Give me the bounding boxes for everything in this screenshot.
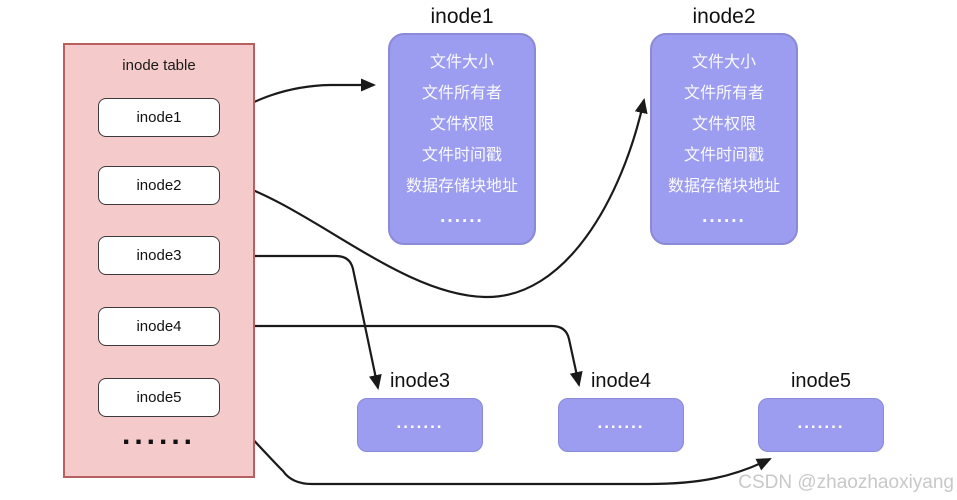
- csdn-watermark: CSDN @zhaozhaoxiyang: [738, 472, 954, 493]
- field-file-timestamp: 文件时间戳: [421, 146, 502, 164]
- arrow-inode5-to-block: [214, 399, 772, 486]
- inode3-block: .......: [357, 398, 483, 452]
- field-file-size: 文件大小: [691, 53, 756, 71]
- table-entry-inode2: inode2: [98, 166, 220, 205]
- field-file-permission: 文件权限: [429, 115, 494, 133]
- table-entry-label: inode5: [136, 389, 182, 406]
- inode2-detail-title: inode2: [692, 5, 756, 28]
- inode4-block: .......: [558, 398, 684, 452]
- field-file-timestamp: 文件时间戳: [683, 146, 764, 164]
- detail-ellipsis: ......: [702, 206, 746, 227]
- table-entry-label: inode3: [136, 247, 182, 264]
- table-entry-inode5: inode5: [98, 378, 220, 417]
- block-ellipsis: .......: [597, 412, 645, 432]
- field-file-owner: 文件所有者: [683, 84, 764, 102]
- inode1-detail-title: inode1: [430, 5, 494, 28]
- inode1-detail-box: 文件大小 文件所有者 文件权限 文件时间戳 数据存储块地址 ......: [388, 33, 536, 245]
- field-data-block-address: 数据存储块地址: [667, 177, 780, 195]
- inode3-block-title: inode3: [389, 370, 451, 392]
- table-entry-label: inode2: [136, 177, 182, 194]
- table-entry-inode4: inode4: [98, 307, 220, 346]
- field-file-permission: 文件权限: [691, 115, 756, 133]
- inode-table-title: inode table: [122, 57, 196, 74]
- field-data-block-address: 数据存储块地址: [405, 177, 518, 195]
- detail-ellipsis: ......: [440, 206, 484, 227]
- table-entry-label: inode4: [136, 318, 182, 335]
- inode2-detail-box: 文件大小 文件所有者 文件权限 文件时间戳 数据存储块地址 ......: [650, 33, 798, 245]
- inode5-block-title: inode5: [790, 370, 852, 392]
- field-file-size: 文件大小: [429, 53, 494, 71]
- table-entry-label: inode1: [136, 109, 182, 126]
- table-ellipsis: ......: [121, 418, 196, 451]
- block-ellipsis: .......: [396, 412, 444, 432]
- inode4-block-title: inode4: [590, 370, 652, 392]
- table-entry-inode3: inode3: [98, 236, 220, 275]
- table-entry-inode1: inode1: [98, 98, 220, 137]
- block-ellipsis: .......: [797, 412, 845, 432]
- field-file-owner: 文件所有者: [421, 84, 502, 102]
- inode5-block: .......: [758, 398, 884, 452]
